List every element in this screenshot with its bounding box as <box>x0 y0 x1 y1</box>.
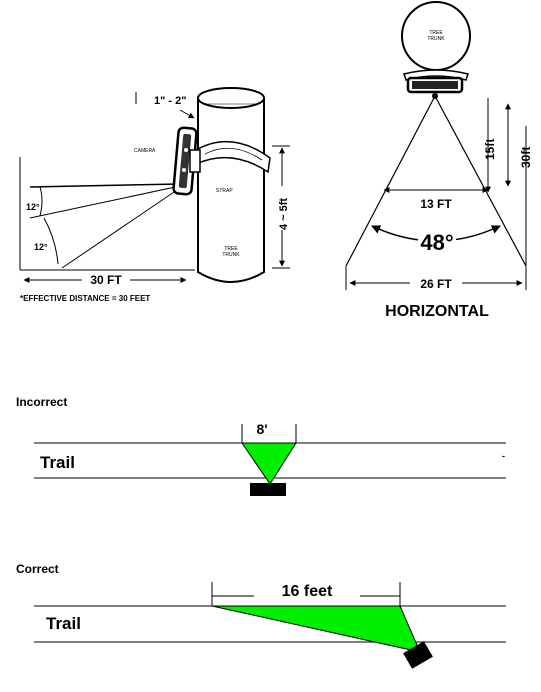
incorrect-width-label: 8' <box>256 421 267 437</box>
angle-bottom-label: 12° <box>34 242 48 252</box>
beam-line-mid <box>29 185 181 219</box>
correct-camera <box>403 641 433 669</box>
horizontal-view-diagram: TREE TRUNK 15ft 30ft 13 FT 48° 26 FT HOR… <box>345 1 533 320</box>
camera-label: CAMERA <box>134 148 156 154</box>
level-line <box>29 183 181 188</box>
strap <box>195 140 271 174</box>
correct-detection-zone <box>211 605 421 653</box>
mid-width-label: 13 FT <box>420 197 452 211</box>
view-angle-label: 48° <box>420 230 453 255</box>
effective-distance-note: *EFFECTIVE DISTANCE = 30 FEET <box>20 294 150 303</box>
incorrect-heading: Incorrect <box>16 395 67 409</box>
incorrect-example: Incorrect Trail - 8' <box>16 395 506 496</box>
angle-top-label: 12° <box>26 202 40 212</box>
correct-width-label: 16 feet <box>282 583 333 600</box>
cone-left-edge <box>345 95 436 267</box>
beam-line-low <box>61 187 181 269</box>
full-depth-label: 30ft <box>519 147 533 168</box>
correct-example: Correct Trail 16 feet <box>16 562 506 669</box>
mount-range-label: 1" - 2" <box>154 95 186 107</box>
angle-arc-top <box>39 186 43 217</box>
side-view-diagram: 12° 12° 30 FT *EFFECTIVE DISTANCE = 30 F… <box>19 87 290 303</box>
distance-label-bg <box>82 272 130 286</box>
full-width-label: 26 FT <box>420 277 452 291</box>
correct-trail-label: Trail <box>46 614 81 633</box>
incorrect-trail-label: Trail <box>40 453 75 472</box>
side-trunk-label-1: TREE <box>224 246 238 252</box>
side-trunk-top <box>197 87 265 109</box>
stray-mark: - <box>502 451 505 461</box>
side-camera <box>172 126 201 196</box>
incorrect-camera <box>250 483 286 496</box>
horizontal-caption: HORIZONTAL <box>385 303 489 320</box>
distance-label: 30 FT <box>90 273 122 287</box>
cone-right-edge <box>434 95 527 267</box>
side-trunk-label-2: TRUNK <box>222 252 240 258</box>
top-trunk-label-1: TREE <box>429 30 443 36</box>
incorrect-detection-zone <box>241 442 297 485</box>
angle-arc-bottom <box>43 217 59 265</box>
strap-label: STRAP <box>216 188 233 194</box>
height-label: 4 ~ 5ft <box>278 198 290 230</box>
mid-depth-label: 15ft <box>483 139 497 160</box>
correct-heading: Correct <box>16 562 59 576</box>
top-trunk-label-2: TRUNK <box>427 36 445 42</box>
